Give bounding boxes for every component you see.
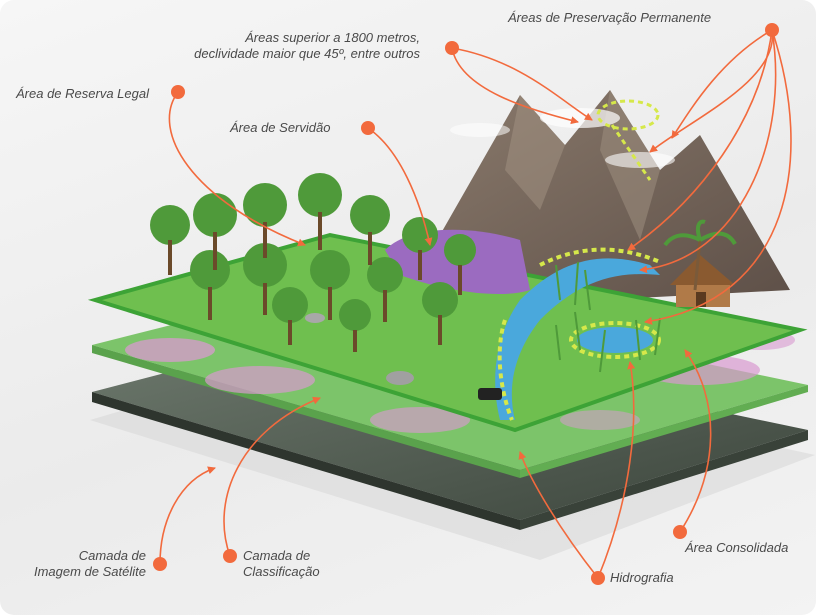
leader-areas-superior-b — [451, 47, 579, 125]
leader-app-d — [644, 29, 792, 325]
dot-satelite — [153, 557, 167, 571]
label-areas-superior-line1: Áreas superior a 1800 metros, — [245, 30, 420, 45]
annotation-dots — [153, 23, 779, 585]
cow — [478, 388, 502, 400]
label-camada-classificacao-line2: Classificação — [243, 564, 320, 579]
forest — [150, 173, 476, 352]
leader-areas-superior-a — [451, 47, 593, 121]
dot-servidao — [361, 121, 375, 135]
leader-hidrografia-b — [597, 361, 636, 579]
dot-classificacao — [223, 549, 237, 563]
leader-app-c — [639, 29, 777, 274]
label-camada-satelite-line2: Imagem de Satélite — [33, 564, 146, 579]
label-camada-satelite: Camada de Imagem de Satélite — [34, 548, 146, 580]
leader-servidao — [367, 127, 433, 246]
leader-reserva-legal — [168, 91, 306, 247]
label-preservacao-permanente: Áreas de Preservação Permanente — [508, 10, 712, 25]
label-areas-superior: Áreas superior a 1800 metros, declividad… — [194, 30, 420, 62]
annotation-leaders — [159, 29, 792, 579]
leader-app-e — [649, 29, 774, 153]
dot-preservacao — [765, 23, 779, 37]
river — [495, 258, 660, 420]
label-camada-satelite-line1: Camada de — [78, 548, 146, 563]
label-camada-classificacao-line1: Camada de — [243, 548, 311, 563]
dot-hidrografia — [591, 571, 605, 585]
label-reserva-legal: Área de Reserva Legal — [16, 86, 149, 101]
leader-app-a — [671, 29, 773, 139]
house — [670, 255, 735, 307]
leader-satelite — [159, 466, 216, 565]
leader-area-consolidada — [679, 349, 712, 533]
leader-app-b — [627, 29, 773, 251]
label-servidao: Área de Servidão — [230, 120, 331, 135]
lake — [577, 327, 653, 353]
label-area-consolidada: Área Consolidada — [685, 540, 789, 555]
dot-area-consolidada — [673, 525, 687, 539]
leader-hidrografia-a — [518, 451, 599, 579]
dot-reserva-legal — [171, 85, 185, 99]
leader-classificacao — [223, 396, 321, 557]
label-areas-superior-line2: declividade maior que 45º, entre outros — [194, 46, 420, 61]
dot-areas-superior — [445, 41, 459, 55]
label-camada-classificacao: Camada de Classificação — [243, 548, 320, 580]
label-hidrografia: Hidrografia — [610, 570, 674, 585]
